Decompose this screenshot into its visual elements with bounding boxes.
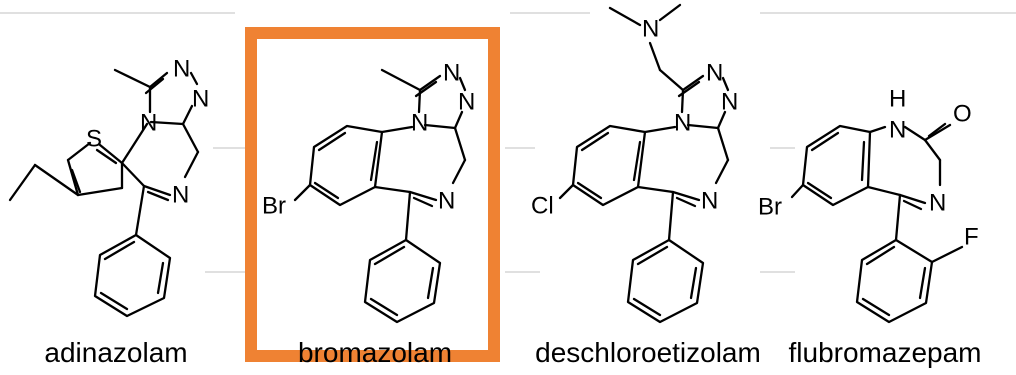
atom-label: N — [443, 59, 460, 86]
atom-label: N — [458, 88, 475, 115]
atom-label: Br — [758, 193, 782, 220]
atom-label: O — [953, 100, 972, 127]
background-guides — [0, 12, 1016, 273]
atom-label: Cl — [531, 192, 554, 219]
atom-label: N — [438, 187, 455, 214]
atom-label: F — [964, 223, 979, 250]
atom-label: N — [173, 55, 190, 82]
atom-label: N — [929, 189, 946, 216]
compound-name-adinazolam: adinazolam — [44, 337, 187, 368]
atom-label: S — [86, 125, 102, 152]
atom-label: N — [192, 85, 209, 112]
atom-label: N — [721, 88, 738, 115]
atom-label: Br — [262, 192, 286, 219]
molecule-flubromazepam: N H O N Br F — [758, 85, 979, 324]
atom-label: N — [642, 15, 659, 42]
compound-name-deschloroetizolam: deschloroetizolam — [535, 337, 761, 368]
atom-label: N — [706, 59, 723, 86]
atom-label: N — [674, 109, 691, 136]
compound-name-flubromazepam: flubromazepam — [789, 337, 982, 368]
highlight-box — [245, 27, 500, 362]
molecule-adinazolam: N N N N S — [8, 55, 209, 318]
atom-label: N — [172, 181, 189, 208]
molecule-bromazolam: N N N N Br — [262, 59, 475, 324]
atom-label: N — [701, 187, 718, 214]
molecule-deschloroetizolam: N N N N N Cl — [531, 3, 738, 324]
compound-name-bromazolam: bromazolam — [298, 337, 452, 368]
atom-label: N — [889, 116, 906, 143]
atom-label: N — [411, 109, 428, 136]
atom-label: N — [140, 109, 157, 136]
atom-label: H — [889, 85, 906, 112]
